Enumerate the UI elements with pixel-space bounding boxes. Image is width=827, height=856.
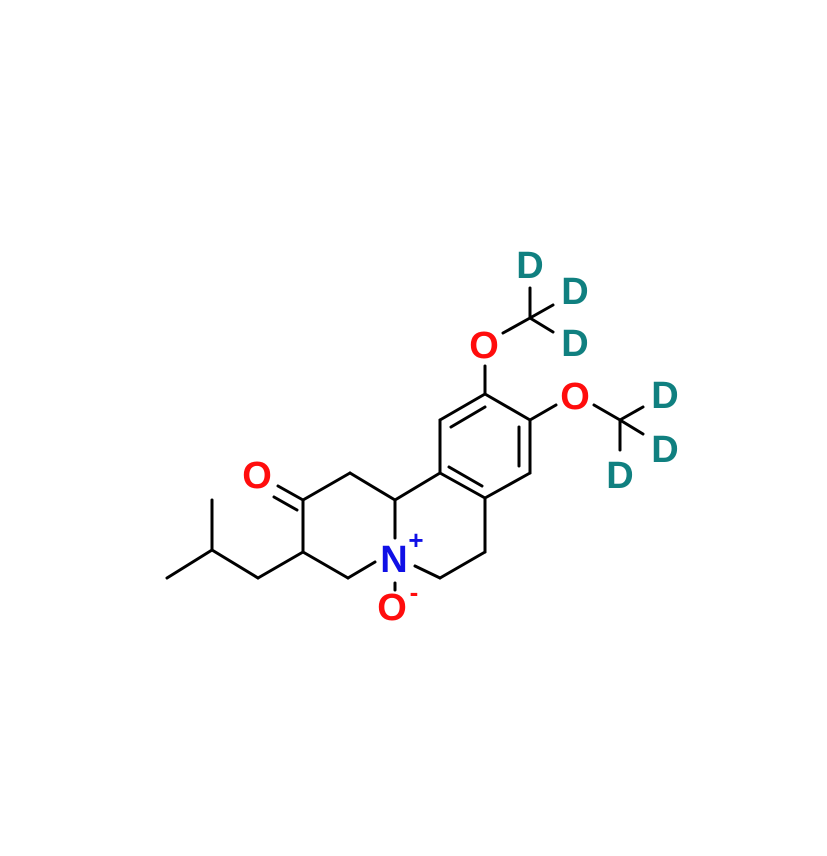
atom-labels: O N + O - O O D D D D D D (242, 245, 679, 629)
deuterium-label: D (561, 271, 588, 313)
n-oxide-charge-label: - (410, 577, 419, 607)
deuterium-label: D (516, 245, 543, 287)
methoxy2-oxygen-label: O (560, 376, 590, 418)
nitrogen-label: N (380, 539, 407, 581)
deuterium-label: D (651, 375, 678, 417)
deuterium-label: D (651, 429, 678, 471)
deuterium-label: D (606, 455, 633, 497)
deuterium-label: D (561, 323, 588, 365)
methoxy1-oxygen-label: O (469, 325, 499, 367)
n-oxide-oxygen-label: O (377, 587, 407, 629)
bonds (165, 286, 645, 592)
ketone-oxygen-label: O (242, 455, 272, 497)
nitrogen-charge-label: + (408, 525, 423, 555)
